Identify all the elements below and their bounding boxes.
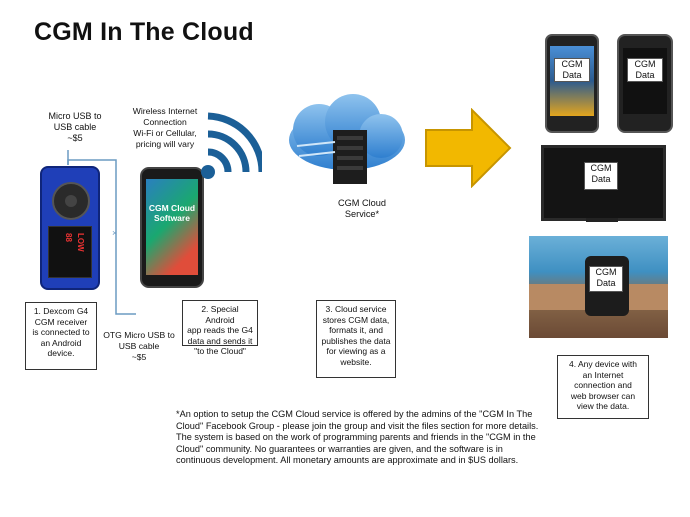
step-4-box: 4. Any device with an Internet connectio… <box>557 355 649 419</box>
page-title: CGM In The Cloud <box>34 18 254 46</box>
step-3-box: 3. Cloud service stores CGM data, format… <box>316 300 396 378</box>
otg-cable-label: OTG Micro USB to USB cable ~$5 <box>103 330 175 362</box>
receiver-low-label: LOW <box>76 233 85 252</box>
arrow-icon <box>425 108 512 188</box>
cloud-server-icon <box>289 94 405 184</box>
cable-crossing-mark: × <box>112 228 117 238</box>
cloud-service-label: CGM Cloud Service* <box>338 198 386 219</box>
smartwatch-photo: CGM Data <box>529 236 668 338</box>
wireless-label: Wireless Internet Connection Wi-Fi or Ce… <box>132 106 198 149</box>
receiver-dial <box>52 182 90 220</box>
android-phone-screen: CGM Cloud Software <box>146 179 198 275</box>
step-1-box: 1. Dexcom G4 CGM receiver is connected t… <box>25 302 97 370</box>
dexcom-receiver: 88 LOW <box>40 166 100 290</box>
step-2-box: 2. Special Android app reads the G4 data… <box>182 300 258 356</box>
otg-cable-line <box>115 230 136 315</box>
receiver-screen: 88 LOW <box>48 226 92 278</box>
tv: CGM Data <box>541 145 666 221</box>
wifi-icon <box>201 112 262 179</box>
smartphone-2: CGM Data <box>617 34 673 133</box>
cgm-data-label: CGM Data <box>554 58 590 82</box>
android-phone: CGM Cloud Software <box>140 167 204 288</box>
receiver-value: 88 <box>64 233 73 242</box>
usb-cable-label: Micro USB to USB cable ~$5 <box>48 111 102 143</box>
cgm-data-label: CGM Data <box>627 58 663 82</box>
footnote: *An option to setup the CGM Cloud servic… <box>176 409 539 466</box>
app-name: CGM Cloud Software <box>148 203 196 223</box>
smartphone-1: CGM Data <box>545 34 599 133</box>
cgm-data-label: CGM Data <box>589 266 623 292</box>
cgm-data-label: CGM Data <box>584 162 618 190</box>
cable-top <box>67 159 117 230</box>
tv-stand <box>586 218 618 222</box>
